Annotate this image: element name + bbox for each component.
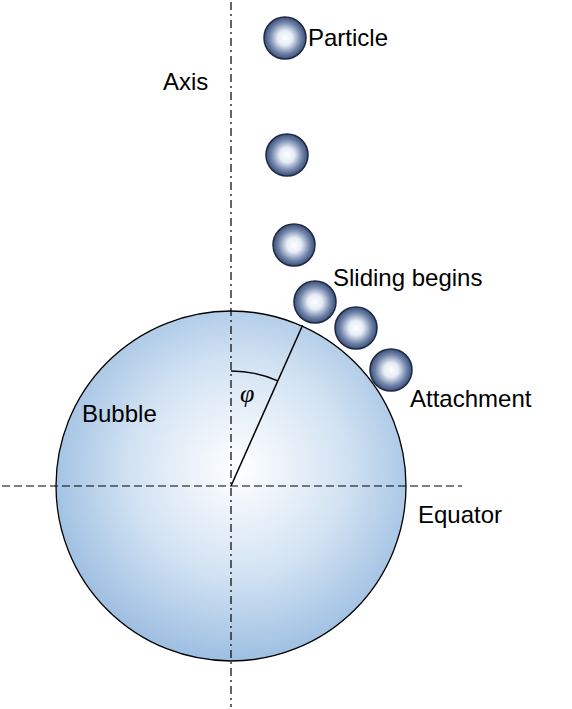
particle bbox=[335, 307, 377, 349]
attachment-label: Attachment bbox=[410, 386, 531, 412]
angle-symbol: φ bbox=[240, 380, 254, 409]
sliding-label: Sliding begins bbox=[333, 265, 482, 291]
particle bbox=[264, 17, 306, 59]
equator-line bbox=[2, 485, 462, 486]
bubble-label: Bubble bbox=[82, 401, 157, 427]
equator-label: Equator bbox=[418, 502, 502, 528]
radius-line bbox=[231, 325, 303, 486]
particle bbox=[266, 134, 308, 176]
bubble-circle: Bubble bbox=[55, 310, 407, 662]
particle bbox=[273, 224, 315, 266]
angle-arc bbox=[231, 371, 278, 381]
axis-line bbox=[230, 2, 231, 707]
bubble-outline bbox=[55, 310, 407, 662]
particle bbox=[370, 349, 412, 391]
particle-label: Particle bbox=[308, 25, 388, 51]
axis-label: Axis bbox=[163, 69, 208, 95]
particle bbox=[294, 281, 336, 323]
